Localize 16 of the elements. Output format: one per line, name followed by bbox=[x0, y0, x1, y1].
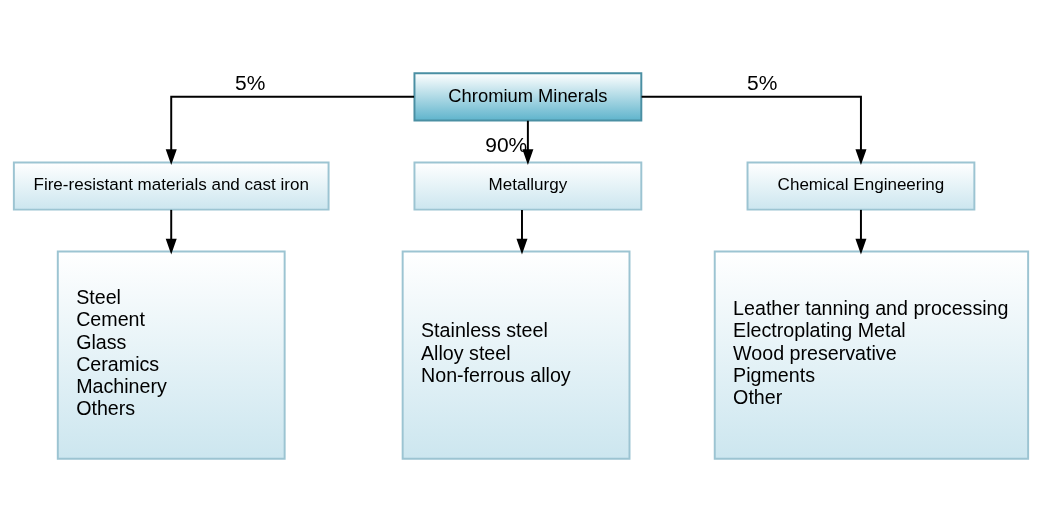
edge-label: 90% bbox=[485, 132, 528, 156]
arrow bbox=[522, 119, 534, 165]
node-box: Chromium Minerals bbox=[413, 71, 643, 121]
node-box: Chemical Engineering bbox=[746, 160, 976, 211]
node-box: Fire-resistant materials and cast iron bbox=[12, 160, 330, 211]
arrow bbox=[165, 208, 177, 254]
node-box: Leather tanning and processing Electroplating Metal Wood preservative Pigments Other bbox=[713, 250, 1030, 460]
arrow bbox=[516, 208, 528, 254]
arrow bbox=[855, 208, 867, 254]
arrow bbox=[640, 95, 867, 165]
arrow bbox=[165, 95, 416, 165]
edge-label: 5% bbox=[747, 70, 778, 94]
node-box: Metallurgy bbox=[413, 160, 643, 211]
node-box: Steel Cement Glass Ceramics Machinery Others bbox=[56, 250, 286, 460]
node-box: Stainless steel Alloy steel Non-ferrous alloy bbox=[401, 250, 631, 460]
edge-label: 5% bbox=[235, 70, 266, 94]
